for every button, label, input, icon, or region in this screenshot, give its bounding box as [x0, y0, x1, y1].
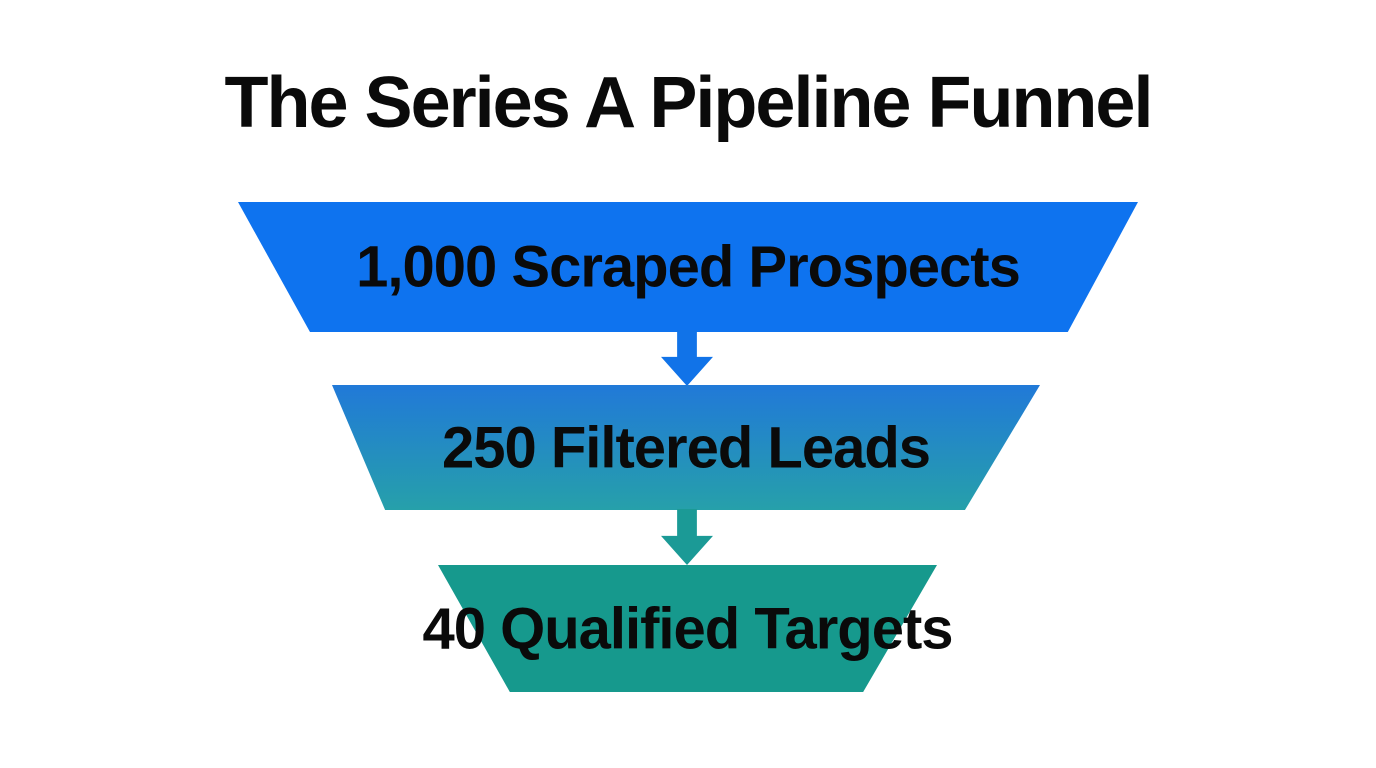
funnel-stage-trapezoid: [238, 202, 1138, 332]
funnel-stage-trapezoid: [438, 565, 937, 692]
down-arrow-icon: [661, 330, 713, 386]
funnel-stage-qualified-targets: 40 Qualified Targets: [422, 565, 954, 692]
down-arrow-icon: [661, 509, 713, 565]
funnel-stage-label: 250 Filtered Leads: [441, 415, 931, 480]
funnel-stage-label: 40 Qualified Targets: [422, 596, 953, 661]
funnel-stage-filtered-leads: 250 Filtered Leads: [332, 385, 1040, 510]
funnel-stage-trapezoid: [332, 385, 1040, 510]
funnel-stage-label: 1,000 Scraped Prospects: [356, 234, 1021, 300]
funnel-stage-scraped-prospects: 1,000 Scraped Prospects: [238, 202, 1138, 332]
page-title: The Series A Pipeline Funnel: [224, 63, 1154, 143]
